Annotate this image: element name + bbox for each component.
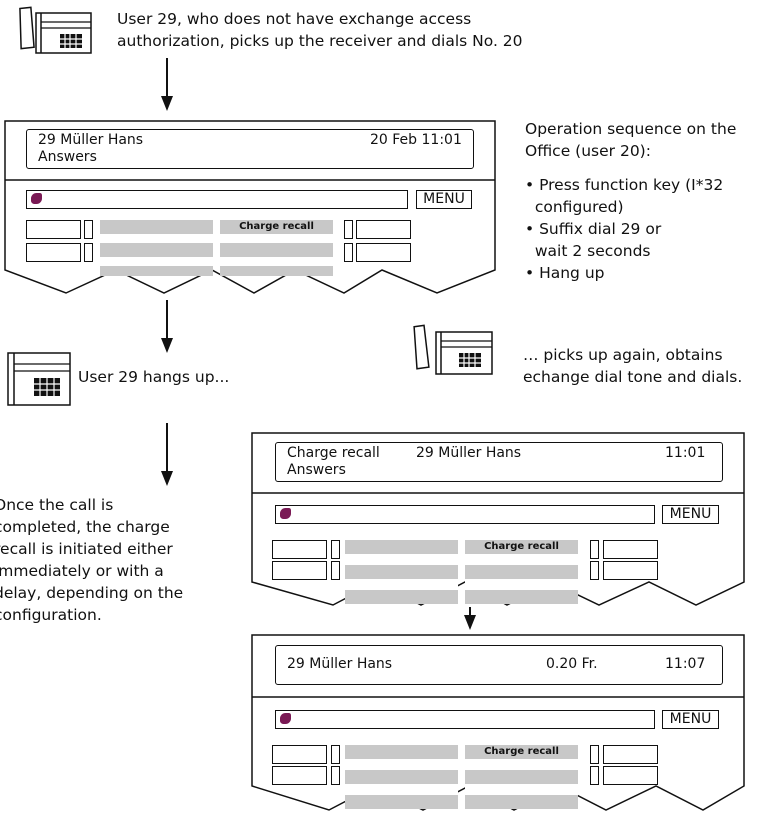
screen-column-left [345,540,458,604]
charge-recall-label: Charge recall [287,445,380,461]
step1-line1: User 29, who does not have exchange acce… [117,10,472,28]
screen-column-right: Charge recall [465,540,578,604]
caller-name: 29 Müller Hans [416,445,522,461]
operation-sequence: Operation sequence on the Office (user 2… [525,118,736,284]
menu-button[interactable]: MENU [662,710,719,729]
completion-text: Once the call is completed, the charge r… [0,494,183,626]
phone-display-3: 29 Müller Hans 0.20 Fr. 11:07 MENU Charg… [251,634,745,815]
led-right-2 [590,561,599,580]
phone-display-2: Charge recall 29 Müller Hans 11:01 Answe… [251,432,745,612]
screen-column-right: Charge recall [465,745,578,809]
led-left-1 [84,220,93,239]
caller-name: 29 Müller Hans [38,132,144,148]
screen-column-right: Charge recall [220,220,333,276]
phone-display-1: 29 Müller Hans 20 Feb 11:01 Answers MENU… [4,120,496,300]
bullet-1-line2: configured) [525,198,624,216]
brand-logo-icon [280,713,291,724]
led-right-1 [344,220,353,239]
bullet-2-line1: • Suffix dial 29 or [525,220,662,238]
date-time: 20 Feb 11:01 [370,132,462,148]
time: 11:01 [665,445,706,461]
phone-icon [19,6,92,54]
completion-line4: immediately or with a [0,562,164,580]
led-left-2 [84,243,93,262]
bullet-2-line2: wait 2 seconds [525,242,651,260]
phone-icon-hung-up [7,352,71,406]
lcd-display: 29 Müller Hans 0.20 Fr. 11:07 [275,645,723,685]
operation-title-line1: Operation sequence on the [525,120,737,138]
led-left-2 [331,766,340,785]
caller-name: 29 Müller Hans [287,656,393,672]
operation-title-line2: Office (user 20): [525,142,651,160]
bullet-1-line1: • Press function key (I*32 [525,176,724,194]
softkey-right-2[interactable] [356,243,411,262]
charge-amount: 0.20 Fr. [546,656,598,672]
step3-line1: … picks up again, obtains [523,346,723,364]
time: 11:07 [665,656,706,672]
led-left-1 [331,540,340,559]
softkey-charge-recall-label[interactable]: Charge recall [484,746,559,757]
step3-line2: echange dial tone and dials. [523,368,743,386]
softkey-left-2[interactable] [272,766,327,785]
completion-line2: completed, the charge [0,518,170,536]
completion-line3: recall is initiated either [0,540,173,558]
softkey-left-1[interactable] [26,220,81,239]
lcd-display: Charge recall 29 Müller Hans 11:01 Answe… [275,442,723,482]
step1-text: User 29, who does not have exchange acce… [117,8,523,52]
brand-logo-icon [280,508,291,519]
softkey-right-2[interactable] [603,766,658,785]
softkey-left-1[interactable] [272,540,327,559]
screen-column-left [100,220,213,276]
step3-text: … picks up again, obtains echange dial t… [523,344,742,388]
phone-icon-picks-up [413,324,493,375]
softkey-right-1[interactable] [356,220,411,239]
softkey-right-1[interactable] [603,745,658,764]
completion-line5: delay, depending on the [0,584,184,602]
led-right-1 [590,745,599,764]
info-bar [275,505,655,524]
menu-button[interactable]: MENU [416,190,472,209]
softkey-left-1[interactable] [272,745,327,764]
softkey-right-2[interactable] [603,561,658,580]
step2-text: User 29 hangs up... [78,368,230,386]
call-status: Answers [287,462,346,478]
softkey-charge-recall-label[interactable]: Charge recall [239,221,314,232]
softkey-charge-recall-label[interactable]: Charge recall [484,541,559,552]
info-bar [26,190,408,209]
brand-logo-icon [31,193,42,204]
softkey-left-2[interactable] [272,561,327,580]
completion-line6: configuration. [0,606,102,624]
info-bar [275,710,655,729]
softkey-right-1[interactable] [603,540,658,559]
menu-button[interactable]: MENU [662,505,719,524]
lcd-display: 29 Müller Hans 20 Feb 11:01 Answers [26,129,474,169]
screen-column-left [345,745,458,809]
call-status: Answers [38,149,97,165]
led-right-2 [344,243,353,262]
led-left-1 [331,745,340,764]
completion-line1: Once the call is [0,496,114,514]
led-left-2 [331,561,340,580]
softkey-left-2[interactable] [26,243,81,262]
bullet-3-line1: • Hang up [525,264,605,282]
led-right-2 [590,766,599,785]
step1-line2: authorization, picks up the receiver and… [117,32,523,50]
led-right-1 [590,540,599,559]
